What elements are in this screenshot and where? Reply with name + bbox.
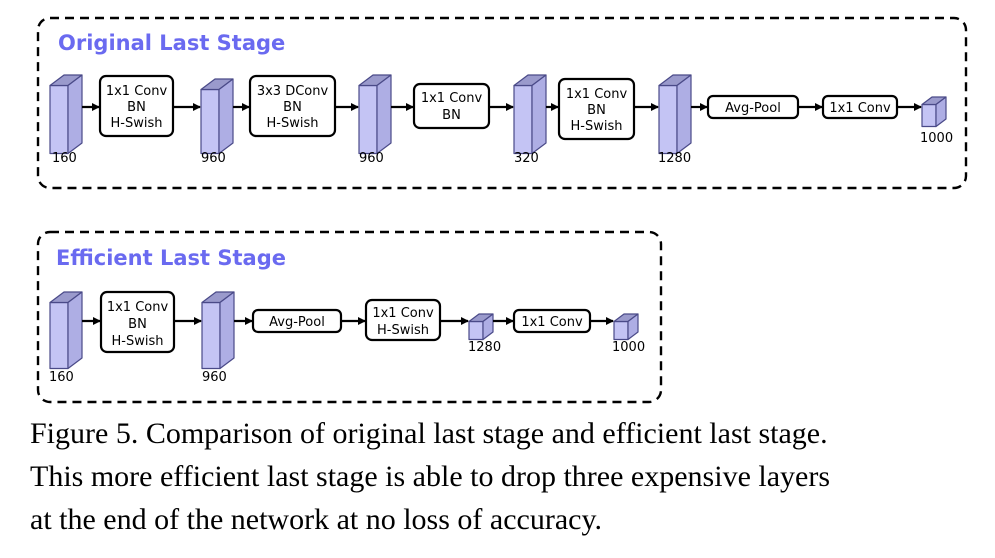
tensor-face	[49, 301, 69, 370]
op-label: 1x1 Conv	[566, 87, 628, 102]
op-label: H-Swish	[111, 116, 163, 131]
tensor-face	[531, 74, 547, 155]
tensor-label: 960	[202, 370, 227, 385]
tensor-block	[658, 74, 692, 155]
output-label: 1000	[920, 131, 953, 146]
op-label: BN	[587, 103, 606, 118]
op-label: BN	[127, 100, 146, 115]
op-label: 1x1 Conv	[829, 101, 891, 116]
op-label: BN	[442, 108, 461, 123]
tensor-label: 960	[201, 151, 226, 166]
tensor-label: 960	[359, 151, 384, 166]
tensor-face	[218, 78, 234, 155]
tensor-block	[358, 74, 392, 155]
op-label: 1x1 Conv	[521, 315, 583, 330]
op-label: H-Swish	[377, 323, 429, 338]
efficient-stage-frame	[36, 230, 663, 404]
tensor-block	[49, 291, 83, 370]
tensor-face	[468, 320, 484, 341]
op-label: 1x1 Conv	[107, 300, 169, 315]
tensor-label: 160	[52, 151, 77, 166]
conv-bn-hswish-box	[557, 77, 636, 141]
tensor-label: 160	[49, 370, 74, 385]
efficient-stage-title: Efficient Last Stage	[56, 246, 286, 270]
tensor-face	[482, 313, 494, 341]
figure-caption: Figure 5. Comparison of original last st…	[30, 412, 985, 541]
op-label: H-Swish	[112, 334, 164, 349]
output-label: 1000	[612, 340, 645, 355]
tensor-face	[201, 301, 221, 370]
op-label: H-Swish	[571, 119, 623, 134]
op-label: Avg-Pool	[725, 101, 781, 116]
op-label: Avg-Pool	[269, 315, 325, 330]
tensor-block	[49, 74, 83, 155]
tensor-face	[376, 74, 392, 155]
tensor-block	[201, 291, 235, 370]
tensor-face	[613, 320, 629, 341]
efficient-stage-panel: Efficient Last Stage 160 960 1280 1000 1…	[36, 230, 663, 404]
tensor-face	[676, 74, 692, 155]
architecture-diagram: Original Last Stage 160 960 960 320 1280…	[36, 16, 968, 404]
op-label: BN	[283, 100, 302, 115]
tensor-face	[513, 84, 533, 155]
caption-line: This more efficient last stage is able t…	[30, 460, 831, 493]
op-label: 1x1 Conv	[421, 91, 483, 106]
tensor-face	[49, 84, 69, 155]
original-stage-frame	[36, 16, 968, 190]
mid-cube	[468, 313, 494, 341]
tensor-face	[658, 84, 678, 155]
tensor-block	[513, 74, 547, 155]
tensor-face	[67, 74, 83, 155]
tensor-label: 1280	[468, 340, 501, 355]
tensor-label: 320	[514, 151, 539, 166]
tensor-face	[200, 88, 220, 155]
output-cube	[921, 96, 947, 128]
tensor-face	[627, 313, 639, 341]
op-label: 3x3 DConv	[257, 84, 329, 99]
tensor-face	[935, 96, 947, 128]
tensor-face	[67, 291, 83, 370]
caption-line: Figure 5. Comparison of original last st…	[30, 417, 828, 450]
op-label: 1x1 Conv	[106, 84, 168, 99]
original-stage-panel: Original Last Stage 160 960 960 320 1280…	[36, 16, 968, 190]
original-stage-title: Original Last Stage	[58, 31, 285, 55]
tensor-label: 1280	[658, 151, 691, 166]
tensor-face	[358, 84, 378, 155]
tensor-block	[200, 78, 234, 155]
caption-line: at the end of the network at no loss of …	[30, 503, 603, 536]
output-cube	[613, 313, 639, 341]
tensor-face	[921, 103, 937, 128]
tensor-face	[219, 291, 235, 370]
op-label: 1x1 Conv	[372, 306, 434, 321]
op-label: BN	[128, 317, 147, 332]
op-label: H-Swish	[267, 116, 319, 131]
